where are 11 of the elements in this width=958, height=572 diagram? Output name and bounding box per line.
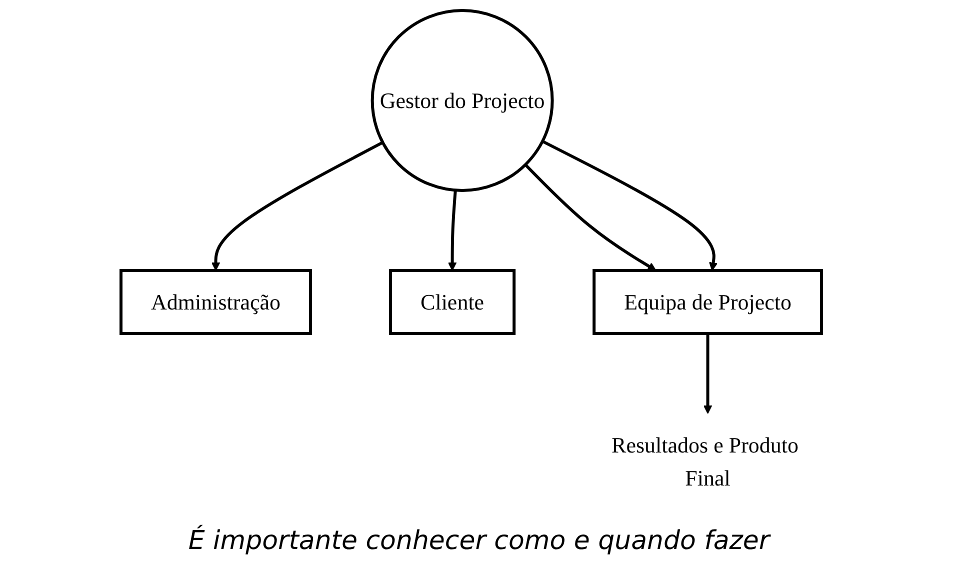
caption: É importante conhecer como e quando fazer xyxy=(187,526,772,556)
arrow xyxy=(448,190,456,271)
node-text: Resultados e Produto Final xyxy=(611,432,798,490)
node-box: Cliente xyxy=(388,268,516,335)
arrow xyxy=(524,164,656,271)
arrow xyxy=(541,140,718,271)
node-box: Administração xyxy=(119,268,312,335)
arrow xyxy=(703,333,712,414)
node-box: Equipa de Projecto xyxy=(592,268,823,335)
arrow xyxy=(210,141,384,271)
node-circle: Gestor do Projecto xyxy=(370,9,554,192)
